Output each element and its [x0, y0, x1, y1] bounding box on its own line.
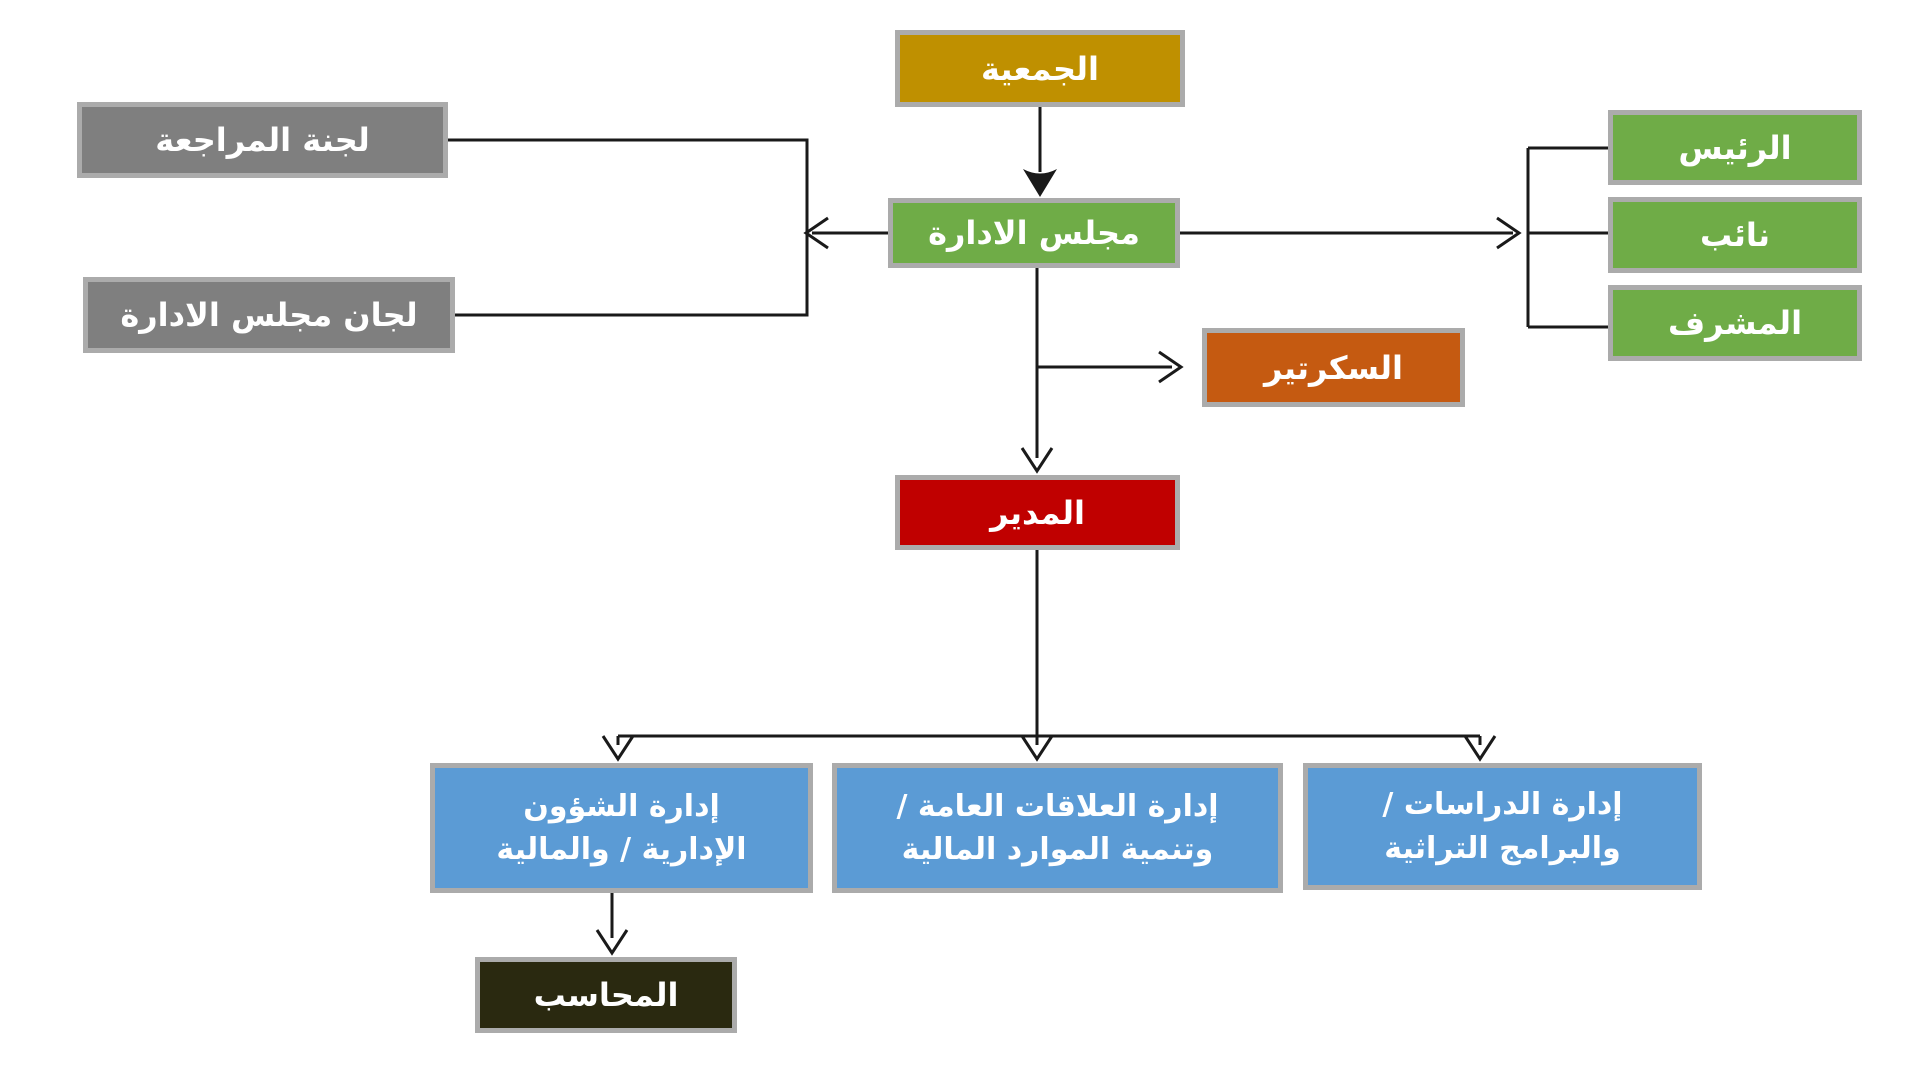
node-dept-public-relations-label-line2: وتنمية الموارد المالية: [901, 832, 1214, 867]
node-deputy: نائب: [1608, 197, 1862, 273]
arrowhead-down-dept-studies: [1463, 735, 1497, 762]
node-dept-public-relations: إدارة العلاقات العامة / وتنمية الموارد ا…: [832, 763, 1283, 893]
node-secretary-label: السكرتير: [1263, 348, 1404, 387]
node-supervisor: المشرف: [1608, 285, 1862, 361]
arrowhead-down-dept-pr: [1020, 735, 1054, 762]
node-secretary: السكرتير: [1202, 328, 1465, 407]
arrowhead-down-director: [1020, 447, 1054, 474]
arrowhead-down-accountant: [595, 929, 629, 956]
node-dept-admin-financial-label-line1: إدارة الشؤون: [523, 788, 720, 824]
node-board-committees: لجان مجلس الادارة: [83, 277, 455, 353]
node-director: المدير: [895, 475, 1180, 550]
arrowhead-right-bracket: [1496, 216, 1522, 250]
node-board: مجلس الادارة: [888, 198, 1180, 268]
node-dept-studies-heritage-label-line1: إدارة الدراسات /: [1382, 787, 1623, 822]
node-accountant: المحاسب: [475, 957, 737, 1033]
node-audit-committee-label: لجنة المراجعة: [155, 121, 370, 159]
node-president-label: الرئيس: [1678, 128, 1792, 167]
arrowhead-right-secretary: [1158, 350, 1184, 384]
arrowhead-down-board: [1023, 169, 1057, 197]
arrowhead-down-dept-admin: [601, 735, 635, 762]
bracket-left: [448, 138, 809, 317]
node-director-label: المدير: [990, 493, 1085, 532]
node-audit-committee: لجنة المراجعة: [77, 102, 448, 178]
node-board-committees-label: لجان مجلس الادارة: [120, 296, 418, 334]
node-dept-studies-heritage-label-line2: والبرامج التراثية: [1384, 830, 1621, 866]
node-accountant-label: المحاسب: [533, 976, 679, 1014]
node-dept-studies-heritage: إدارة الدراسات / والبرامج التراثية: [1303, 763, 1702, 890]
node-dept-admin-financial: إدارة الشؤون الإدارية / والمالية: [430, 763, 813, 893]
node-president: الرئيس: [1608, 110, 1862, 185]
node-supervisor-label: المشرف: [1667, 304, 1803, 342]
node-assembly: الجمعية: [895, 30, 1185, 107]
node-dept-public-relations-label-line1: إدارة العلاقات العامة /: [896, 788, 1219, 824]
node-board-label: مجلس الادارة: [928, 214, 1140, 252]
node-deputy-label: نائب: [1700, 216, 1770, 254]
node-assembly-label: الجمعية: [980, 49, 1100, 88]
node-dept-admin-financial-label-line2: الإدارية / والمالية: [496, 832, 747, 867]
